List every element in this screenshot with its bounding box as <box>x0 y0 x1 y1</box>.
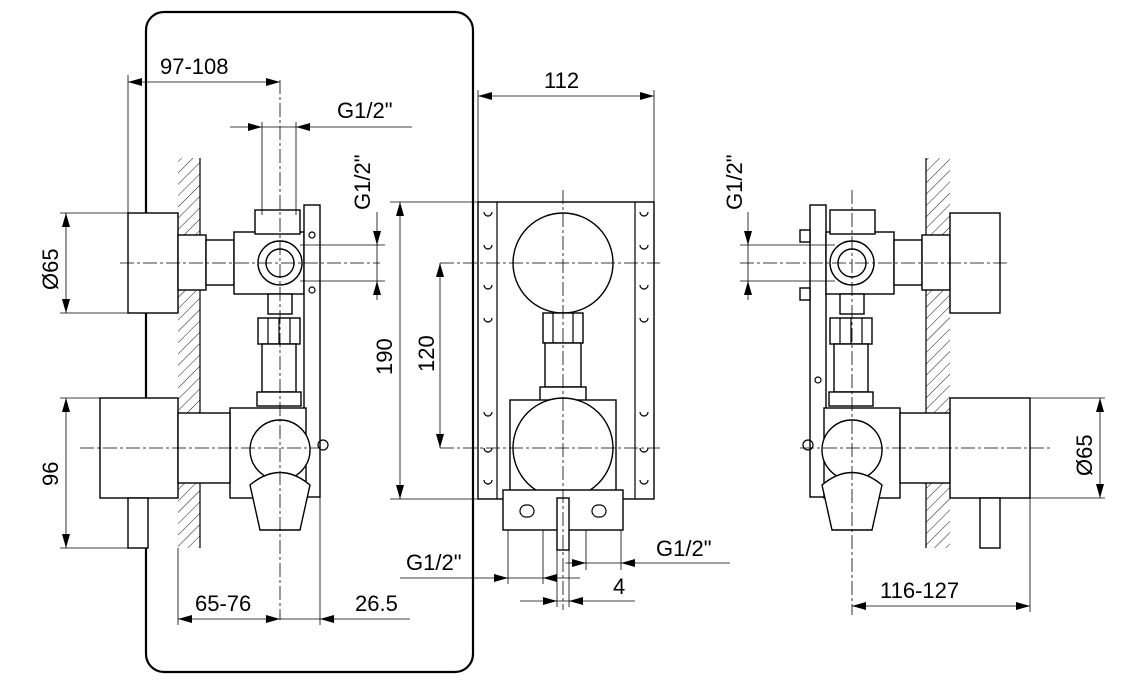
dim-g12-top: G1/2" <box>337 98 393 123</box>
left-side-view: 97-108 G1/2" G1/2" Ø65 96 <box>38 10 475 674</box>
dim-65-76: 65-76 <box>195 591 251 616</box>
dim-g12-vert-left: G1/2" <box>350 154 375 210</box>
dim-g12-vert-right: G1/2" <box>722 154 747 210</box>
right-side-view: G1/2" Ø65 116-127 <box>722 154 1105 615</box>
dim-120: 120 <box>414 335 439 372</box>
cover-plate-right <box>809 204 827 498</box>
dim-116-127: 116-127 <box>880 578 959 603</box>
dim-96: 96 <box>38 462 63 486</box>
wall-hatch-left <box>178 158 200 548</box>
dim-d65-left: Ø65 <box>38 248 63 290</box>
cover-plate-left <box>303 204 321 498</box>
dim-26-5: 26.5 <box>355 591 398 616</box>
dim-g12-bottom-right: G1/2" <box>656 536 712 561</box>
dim-g12-bottom-left: G1/2" <box>406 550 462 575</box>
dim-4: 4 <box>613 574 625 599</box>
front-view: 112 190 120 G1/2" G1/2" 4 <box>372 68 730 610</box>
dim-97-108: 97-108 <box>160 54 229 79</box>
dim-112: 112 <box>544 68 579 93</box>
wall-hatch-right <box>926 158 950 548</box>
dim-d65-right: Ø65 <box>1072 434 1097 476</box>
dim-190: 190 <box>372 338 397 375</box>
highlight-frame <box>144 10 475 674</box>
